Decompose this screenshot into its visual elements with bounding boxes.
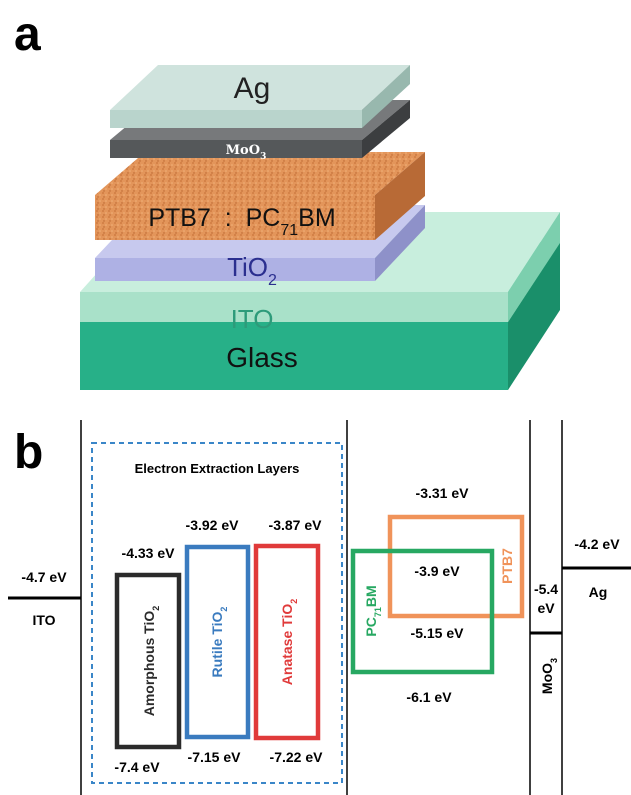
- pc71bm-box: [350, 548, 495, 675]
- ito-label: ITO: [32, 612, 55, 628]
- amorphous-homo-value: -7.4 eV: [114, 759, 160, 775]
- glass-layer-label: Glass: [226, 342, 298, 373]
- pc71bm-homo-value: -6.1 eV: [406, 689, 452, 705]
- ag-label: Ag: [589, 584, 608, 600]
- anatase-tio2-box: [253, 543, 321, 741]
- moo3-value: -5.4: [534, 581, 558, 597]
- panel-a-label: a: [14, 8, 41, 61]
- anatase-lumo-value: -3.87 eV: [269, 517, 323, 533]
- amorphous-lumo-value: -4.33 eV: [122, 545, 176, 561]
- tio2-layer-label: TiO2: [227, 252, 277, 289]
- active-layer: [95, 152, 425, 240]
- ag-value: -4.2 eV: [574, 536, 620, 552]
- pc71bm-label: PC71BM: [363, 585, 383, 636]
- moo3-value-unit: eV: [537, 600, 555, 616]
- ag-layer: [110, 65, 410, 128]
- ag-layer-label: Ag: [234, 72, 271, 105]
- anatase-tio2-label: Anatase TiO2: [279, 599, 299, 685]
- anatase-homo-value: -7.22 eV: [270, 749, 324, 765]
- ptb7-label: PTB7: [499, 548, 515, 584]
- amorphous-tio2-label: Amorphous TiO2: [141, 606, 161, 717]
- electron-extraction-box: [91, 442, 343, 784]
- active-layer-label: PTB7 : PC71BM: [148, 204, 335, 239]
- ptb7-homo-value: -5.15 eV: [411, 625, 465, 641]
- ptb7-lumo-value: -3.31 eV: [416, 485, 470, 501]
- rutile-homo-value: -7.15 eV: [188, 749, 242, 765]
- moo3-layer-label: MoO3: [226, 143, 267, 162]
- ito-layer-label: ITO: [231, 304, 274, 334]
- rutile-tio2-label: Rutile TiO2: [209, 607, 229, 678]
- ito-value: -4.7 eV: [21, 569, 67, 585]
- panel-b-label: b: [14, 426, 43, 479]
- pc71bm-lumo-value: -3.9 eV: [414, 563, 460, 579]
- electron-extraction-title: Electron Extraction Layers: [135, 461, 300, 476]
- moo3-label: MoO3: [539, 658, 559, 694]
- rutile-lumo-value: -3.92 eV: [186, 517, 240, 533]
- amorphous-tio2-box: [114, 572, 182, 750]
- ptb7-box: [387, 514, 525, 619]
- rutile-tio2-box: [184, 544, 251, 740]
